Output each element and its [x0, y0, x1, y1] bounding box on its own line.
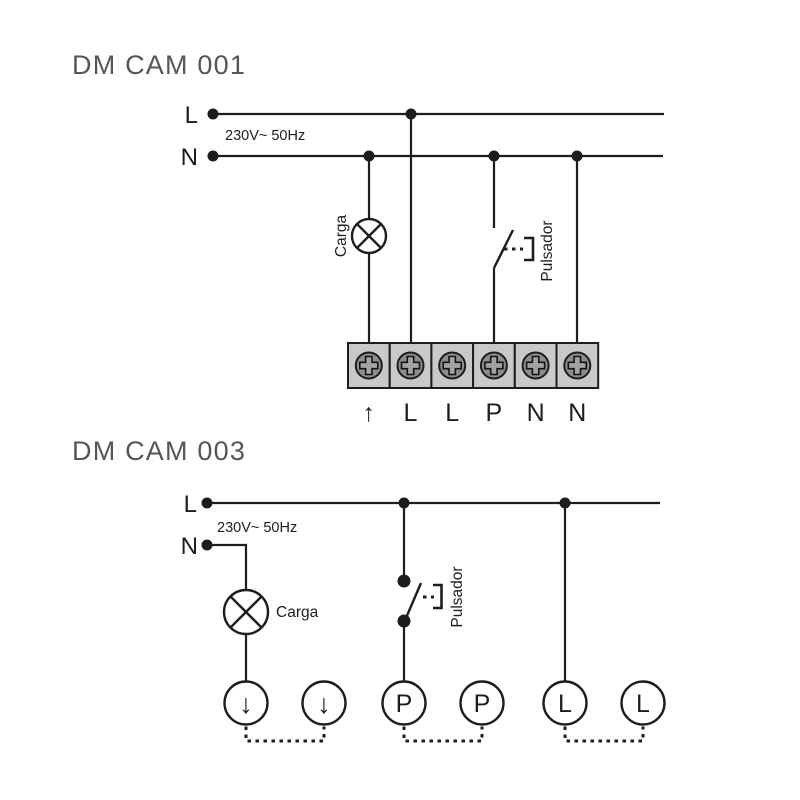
diagram-dm-cam-003: DM CAM 003 L 230V~ 50Hz N Carga [72, 436, 666, 743]
terminal-label-l: L [558, 690, 572, 718]
neutral-label: N [181, 533, 198, 560]
terminal-label-p: P [486, 399, 503, 427]
push-button-branch: Pulsador [397, 503, 466, 681]
terminal-block: ↑ L L P N N [347, 342, 600, 427]
diagram-title: DM CAM 001 [72, 50, 246, 80]
terminal-cell [513, 342, 558, 389]
button-label: Pulsador [449, 566, 466, 627]
diagram-title: DM CAM 003 [72, 436, 246, 466]
round-terminal [620, 680, 666, 726]
push-button-branch: Pulsador [492, 156, 556, 344]
live-label: L [185, 102, 198, 129]
terminal-label-n: N [527, 399, 545, 427]
load-branch: Carga [222, 588, 319, 681]
push-button-switch-icon [492, 229, 535, 269]
lamp-icon [350, 217, 388, 255]
neutral-wire [207, 543, 248, 590]
terminal-label-p: P [396, 690, 413, 718]
neutral-label: N [181, 144, 198, 171]
terminal-label-arrow-down: ↓ [317, 689, 331, 719]
voltage-label: 230V~ 50Hz [225, 128, 305, 144]
load-label: Carga [276, 604, 319, 621]
load-label: Carga [333, 215, 350, 258]
terminal-label-l: L [636, 690, 650, 718]
neutral-line: N [181, 533, 248, 590]
live-label: L [184, 491, 197, 518]
pair-connector-dotted [244, 726, 326, 743]
terminal-cell [388, 342, 433, 389]
terminal-cell [555, 342, 600, 389]
round-terminal [223, 680, 269, 726]
terminal-label-n: N [568, 399, 586, 427]
live-line: L [185, 102, 664, 129]
voltage-label: 230V~ 50Hz [217, 520, 297, 536]
terminal-label-p: P [474, 690, 491, 718]
terminal-cell [472, 342, 516, 389]
terminal-cell [430, 342, 475, 389]
terminal-label-l: L [404, 399, 418, 427]
round-terminal [459, 680, 505, 726]
neutral-line: N [181, 144, 663, 171]
terminal-label-arrow-up: ↑ [363, 399, 376, 427]
terminal-cell [347, 342, 391, 389]
live-line: L [184, 491, 660, 518]
diagram-dm-cam-001: DM CAM 001 L 230V~ 50Hz N Carga [72, 50, 664, 427]
round-terminal [301, 680, 347, 726]
push-button-switch-icon [397, 574, 443, 628]
terminal-label-l: L [445, 399, 459, 427]
pair-connector-dotted [402, 726, 484, 743]
button-label: Pulsador [539, 220, 556, 281]
round-terminal [381, 680, 427, 726]
terminal-label-arrow-down: ↓ [239, 689, 253, 719]
round-terminal [542, 680, 588, 726]
lamp-icon [222, 588, 270, 636]
round-terminals: ↓ ↓ P P L L [223, 680, 666, 743]
pair-connector-dotted [563, 726, 645, 743]
load-branch: Carga [333, 156, 388, 344]
